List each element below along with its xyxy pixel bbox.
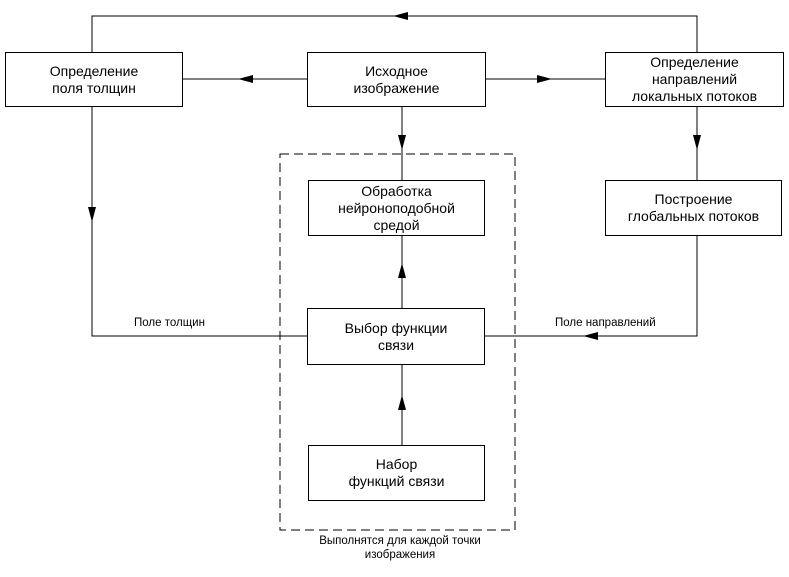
box-text: Исходное xyxy=(365,62,428,79)
label-thickness-field: Поле толщин xyxy=(134,317,205,329)
box-text: функций связи xyxy=(348,473,445,489)
box-text: Выбор функции xyxy=(344,319,448,336)
box-text: Определение xyxy=(650,54,739,70)
arrowhead xyxy=(238,75,253,83)
arrowhead xyxy=(583,332,598,340)
box-text: Набор xyxy=(375,456,418,472)
arrowhead xyxy=(398,395,406,410)
arrowhead xyxy=(537,75,552,83)
box-thickness-field: Определение поля толщин xyxy=(5,52,183,107)
box-text: Определение xyxy=(49,62,139,79)
box-link-function-set: Набор функций связи xyxy=(308,445,485,501)
connector-global-to-choice xyxy=(485,236,698,337)
box-text: связи xyxy=(377,336,415,353)
arrowhead xyxy=(398,263,406,278)
arrowhead xyxy=(693,135,701,150)
box-text: нейроноподобной xyxy=(338,199,455,216)
box-text: Обработка xyxy=(361,182,432,199)
box-text: поля толщин xyxy=(52,79,136,96)
box-global-flows: Построение глобальных потоков xyxy=(605,180,782,236)
box-neural-processing: Обработка нейроноподобной средой xyxy=(308,180,485,236)
arrowhead xyxy=(398,135,406,150)
box-text: изображение xyxy=(353,79,440,96)
box-source-image: Исходное изображение xyxy=(307,52,486,107)
connector-thickness-to-choice xyxy=(91,107,307,337)
arrowhead xyxy=(88,207,96,222)
box-text: средой xyxy=(373,216,420,233)
box-text: направлений xyxy=(651,71,738,87)
caption-line: Выполнятся для каждой точки xyxy=(319,535,481,547)
label-per-point: Выполнятся для каждой точки изображения xyxy=(290,534,510,562)
caption-line: изображения xyxy=(364,549,436,561)
box-text: локальных потоков xyxy=(631,88,758,104)
box-local-flows: Определение направлений локальных потоко… xyxy=(605,52,784,107)
box-text: Построение xyxy=(654,191,733,207)
box-text: глобальных потоков xyxy=(627,208,760,224)
per-point-dashed-region xyxy=(279,153,516,531)
box-link-function-choice: Выбор функции связи xyxy=(307,308,485,365)
label-direction-field: Поле направлений xyxy=(555,317,656,329)
connector-top-loop xyxy=(91,15,698,52)
arrowhead xyxy=(393,12,408,20)
